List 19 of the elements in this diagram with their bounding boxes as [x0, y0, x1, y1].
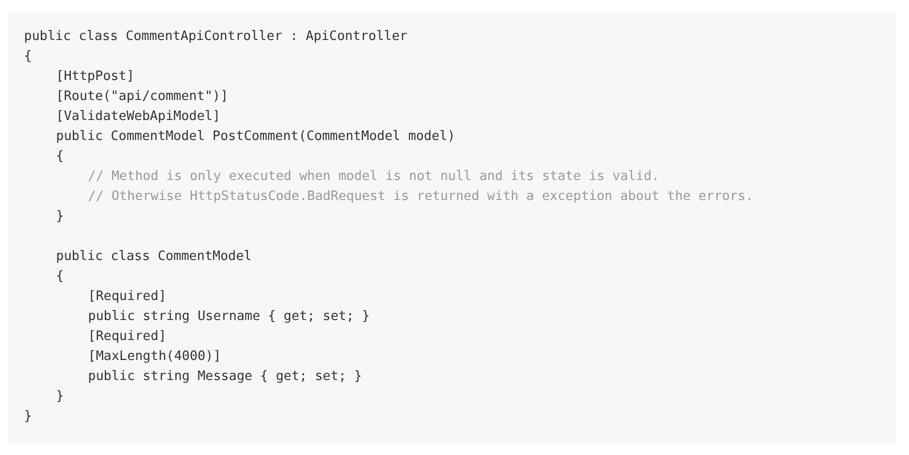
code-line: public string Username { get; set; } [88, 308, 370, 326]
code-line: [Route("api/comment")] [56, 88, 228, 106]
code-line: [ValidateWebApiModel] [56, 108, 220, 126]
code-line: [MaxLength(4000)] [88, 348, 222, 366]
code-comment: // Method is only executed when model is not null and its state is valid. [88, 168, 660, 186]
code-line: [HttpPost] [56, 68, 134, 86]
code-line: public string Message { get; set; } [88, 368, 362, 386]
code-line: public CommentModel PostComment(CommentModel model) [56, 128, 456, 146]
code-line: { [56, 268, 64, 286]
code-line: [Required] [88, 328, 166, 346]
code-line: [Required] [88, 288, 166, 306]
code-line: { [24, 48, 32, 66]
code-line: } [24, 408, 32, 426]
code-line: } [56, 208, 64, 226]
code-line: { [56, 148, 64, 166]
code-comment: // Otherwise HttpStatusCode.BadRequest is returned with a exception about the errors. [88, 188, 754, 206]
code-line: } [56, 388, 64, 406]
code-line: public class CommentModel [56, 248, 252, 266]
code-line: public class CommentApiController : ApiController [24, 28, 408, 46]
